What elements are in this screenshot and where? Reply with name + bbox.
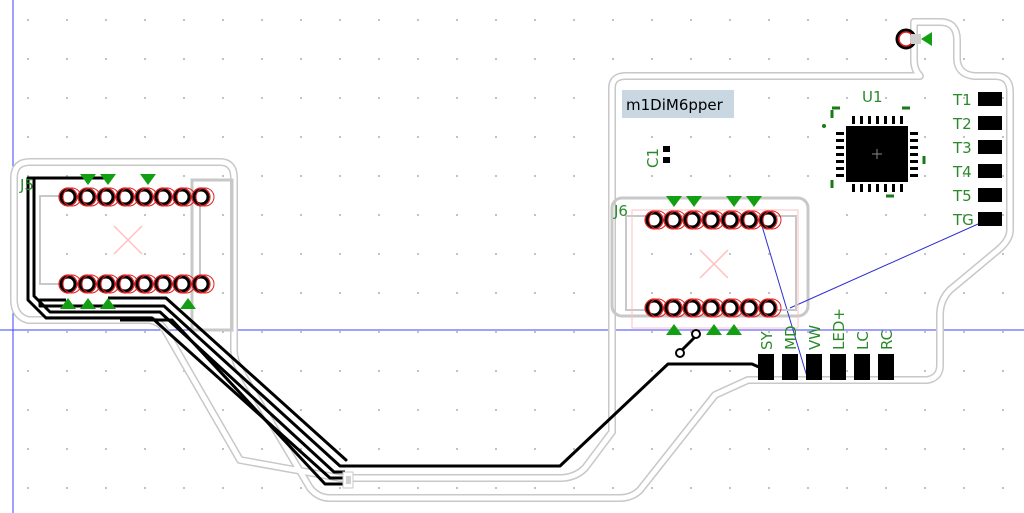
j5-pad-row-bottom[interactable] <box>58 274 215 309</box>
pad-led-plus[interactable]: LED+ <box>830 308 848 380</box>
via-2[interactable] <box>691 329 701 339</box>
pin-marker-icon <box>726 196 742 207</box>
j6-bot-pad[interactable] <box>682 298 706 318</box>
j5-top-pad[interactable] <box>77 187 101 207</box>
pad-label: SY <box>758 330 776 350</box>
c1-ref-label: C1 <box>644 148 662 168</box>
j5-bot-pad[interactable] <box>96 274 120 294</box>
pad-t3[interactable]: T3 <box>952 139 1002 157</box>
j6-top-pad[interactable] <box>720 210 744 230</box>
pin1-marker-icon <box>921 32 932 46</box>
pad-label: LC <box>854 331 872 350</box>
j5-top-pad[interactable] <box>58 187 82 207</box>
pad-label: T2 <box>952 115 972 133</box>
j5-bot-pad[interactable] <box>191 274 215 294</box>
j5-top-pad[interactable] <box>134 187 158 207</box>
j6-ref-label: J6 <box>613 202 628 220</box>
mounting-pad[interactable] <box>895 28 932 50</box>
j6-top-pad[interactable] <box>701 210 725 230</box>
u1-ref-label: U1 <box>862 88 883 106</box>
j6-bot-pad[interactable] <box>758 298 782 318</box>
pad-label: RC <box>878 330 896 350</box>
j6-bot-pad[interactable] <box>720 298 744 318</box>
j5-top-pad[interactable] <box>96 187 120 207</box>
pin-marker-icon <box>706 324 722 335</box>
pin-marker-icon <box>746 196 762 207</box>
j6-pad-row-bottom[interactable] <box>644 298 782 335</box>
u1-pins <box>836 116 918 192</box>
pin-marker-icon <box>100 174 116 185</box>
pad-label: MD <box>782 326 800 351</box>
j5-top-pad[interactable] <box>153 187 177 207</box>
pad-lc[interactable]: LC <box>854 331 872 380</box>
pad-t1[interactable]: T1 <box>952 91 1002 109</box>
pad-md[interactable]: MD <box>782 326 800 381</box>
pad-label: VW <box>806 325 824 350</box>
j6-top-pad[interactable] <box>758 210 782 230</box>
pin-marker-icon <box>60 298 76 309</box>
j5-top-pad[interactable] <box>115 187 139 207</box>
j5-bot-pad[interactable] <box>134 274 158 294</box>
ratsnest-lines <box>761 215 997 381</box>
pad-label: T1 <box>952 91 972 109</box>
pin-marker-icon <box>80 174 96 185</box>
pad-t5[interactable]: T5 <box>952 187 1002 205</box>
j6-footprint[interactable]: J6 <box>613 196 799 335</box>
pin-marker-icon <box>686 196 702 207</box>
pad-tg[interactable]: TG <box>952 211 1002 229</box>
j6-bot-pad[interactable] <box>739 298 763 318</box>
j5-ref-label: J5 <box>19 176 34 194</box>
j5-bot-pad[interactable] <box>115 274 139 294</box>
c1-footprint[interactable]: C1 <box>644 146 670 168</box>
board-outline-inner <box>11 19 1013 501</box>
j5-courtyard <box>190 178 234 332</box>
pin-marker-icon <box>726 324 742 335</box>
j6-top-pad[interactable] <box>644 210 668 230</box>
pad-rc[interactable]: RC <box>878 330 896 380</box>
bottom-connector-pad[interactable] <box>342 471 354 489</box>
pad-label: LED+ <box>830 308 848 350</box>
j6-bot-pad[interactable] <box>644 298 668 318</box>
u1-footprint[interactable]: U1 <box>822 88 926 198</box>
pad-t4[interactable]: T4 <box>952 163 1002 181</box>
pin-marker-icon <box>80 298 96 309</box>
pad-t2[interactable]: T2 <box>952 115 1002 133</box>
board-name-label[interactable]: m1DiM6pper <box>626 96 724 114</box>
pad-label: T5 <box>952 187 972 205</box>
pin-marker-icon <box>100 298 116 309</box>
pin-marker-icon <box>140 174 156 185</box>
grid-dots <box>27 19 1004 489</box>
pin-marker-icon <box>180 298 196 309</box>
pad-label: TG <box>952 211 974 229</box>
board-outline[interactable] <box>10 18 1014 502</box>
j5-pad-row-top[interactable] <box>58 174 215 207</box>
j5-bot-pad[interactable] <box>172 274 196 294</box>
pin-marker-icon <box>666 196 682 207</box>
j6-top-pad[interactable] <box>739 210 763 230</box>
pad-label: T3 <box>952 139 972 157</box>
j5-top-pad[interactable] <box>172 187 196 207</box>
pad-label: T4 <box>952 163 972 181</box>
via-1[interactable] <box>675 348 685 358</box>
j5-footprint[interactable]: J5 <box>19 174 215 309</box>
j5-bot-pad[interactable] <box>153 274 177 294</box>
pad-sy[interactable]: SY <box>758 330 776 380</box>
board-name-box <box>622 90 734 118</box>
j5-top-pad[interactable] <box>191 187 215 207</box>
pad-vw[interactable]: VW <box>806 325 824 380</box>
j6-pad-row-top[interactable] <box>644 196 782 230</box>
j5-bot-pad[interactable] <box>58 274 82 294</box>
pin-marker-icon <box>666 324 682 335</box>
